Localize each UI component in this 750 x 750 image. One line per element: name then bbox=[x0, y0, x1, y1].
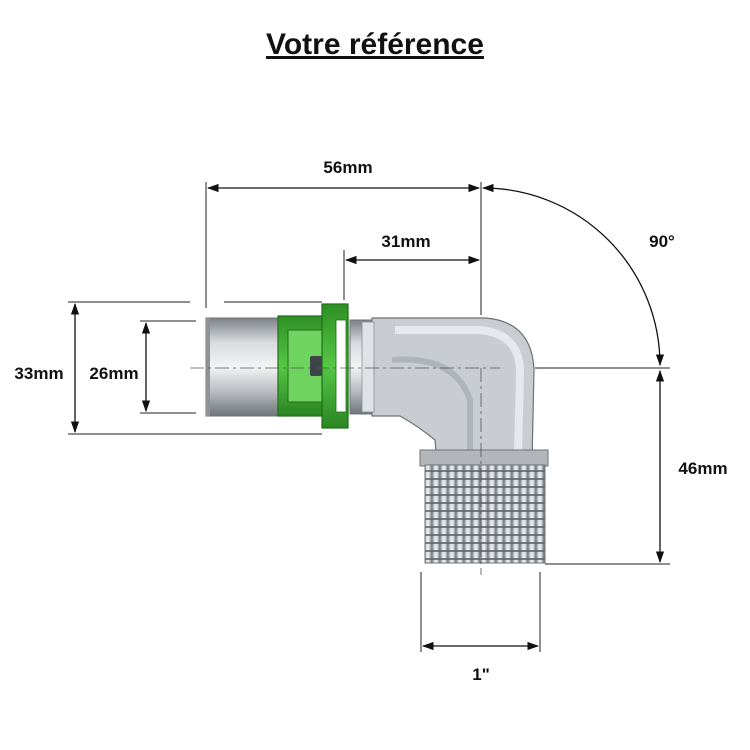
dimension-arrows bbox=[70, 183, 665, 651]
dim-outer-diameter-label: 33mm bbox=[14, 364, 63, 383]
page-title: Votre référence bbox=[266, 28, 484, 61]
dim-overall-length-label: 56mm bbox=[323, 158, 372, 177]
dim-inner-diameter-label: 26mm bbox=[89, 364, 138, 383]
dim-thread-label: 1" bbox=[472, 665, 490, 684]
press-sleeve bbox=[205, 317, 281, 417]
dim-angle-label: 90° bbox=[649, 232, 675, 251]
green-press-ring bbox=[277, 303, 349, 429]
angle-arc bbox=[481, 183, 665, 367]
dim-insert-length-label: 31mm bbox=[381, 232, 430, 251]
male-thread bbox=[424, 464, 546, 564]
center-lines bbox=[190, 367, 500, 575]
dim-height-label: 46mm bbox=[678, 459, 727, 478]
extension-lines bbox=[68, 182, 670, 652]
thread-collar bbox=[419, 449, 549, 467]
elbow-fitting bbox=[205, 303, 549, 564]
